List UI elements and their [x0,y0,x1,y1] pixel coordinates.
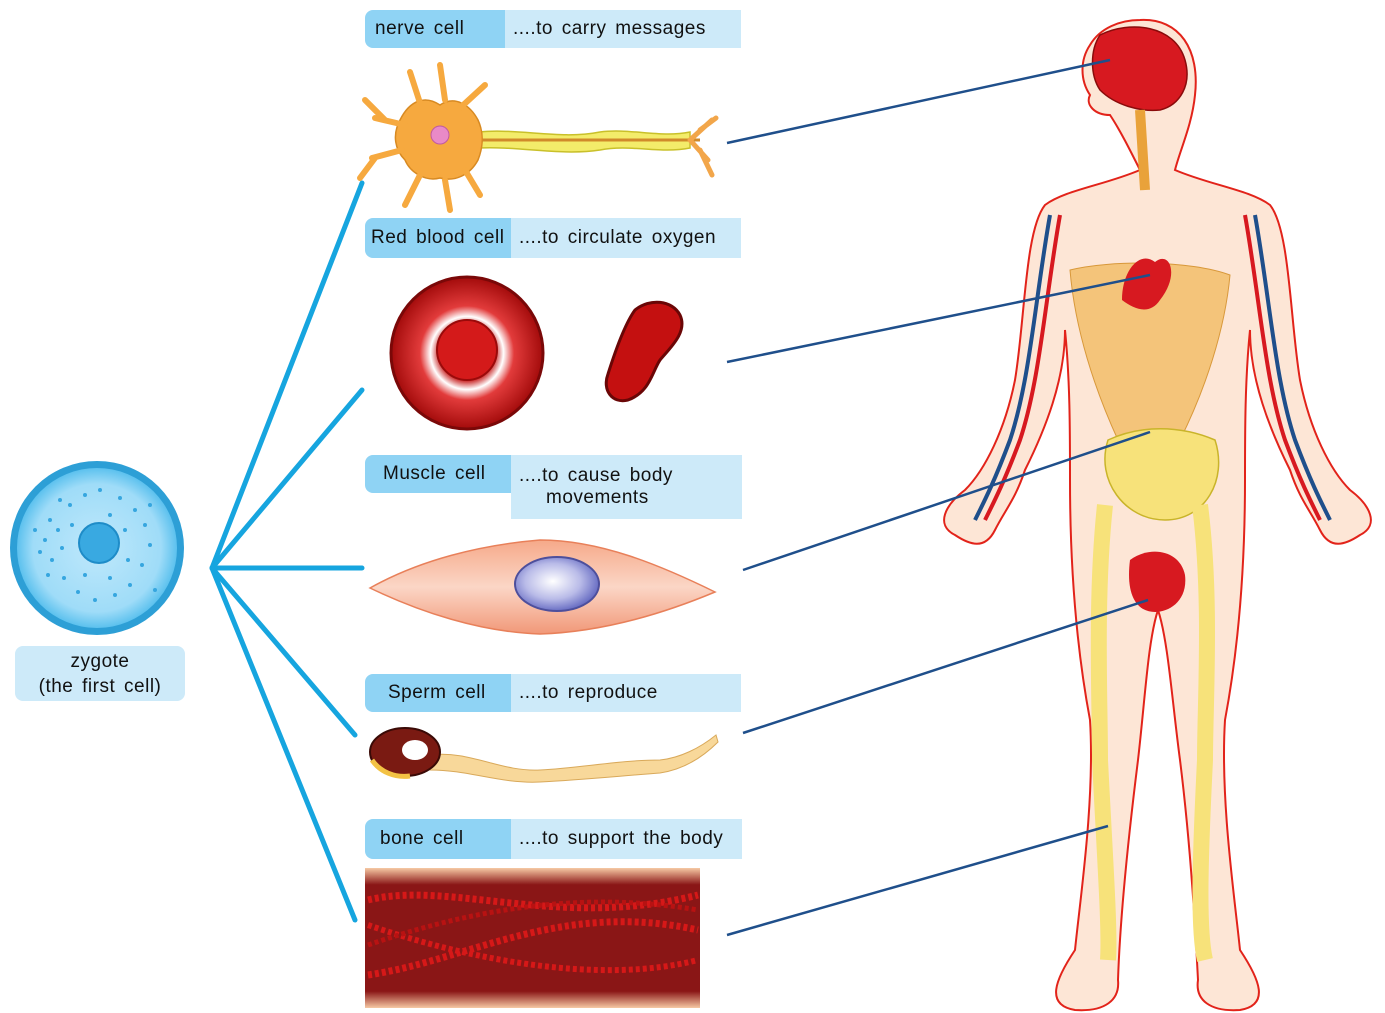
nerve-cell-name: nerve cell [375,18,464,40]
bone-cell-name-label: bone cell [365,819,511,859]
red-blood-cell [391,277,682,429]
sperm-cell-function-label: ....to reproduce [511,674,741,712]
nerve-cell-name-label: nerve cell [365,10,505,48]
human-body [944,20,1371,1010]
bone-cell [365,868,700,1008]
branch-lines [212,183,362,920]
muscle-cell-name: Muscle cell [383,463,485,485]
bone-cell-function-label: ....to support the body [511,819,742,859]
red-blood-cell-function: ....to circulate oxygen [519,227,716,249]
zygote-label-line1: zygote [15,649,185,674]
muscle-cell-function-line1: ....to cause body [519,465,673,487]
sperm-cell-name-label: Sperm cell [365,674,511,712]
nerve-cell [360,65,716,210]
nerve-cell-function-label: ....to carry messages [505,10,741,48]
red-blood-cell-function-label: ....to circulate oxygen [511,218,741,258]
sperm-cell [370,728,718,782]
bone-cell-function: ....to support the body [519,828,723,850]
zygote-label: zygote (the first cell) [15,646,185,701]
sperm-cell-function: ....to reproduce [519,682,658,704]
muscle-cell-function-line2: movements [519,487,649,509]
muscle-cell-function-label: ....to cause body movements [511,455,742,519]
red-blood-cell-name: Red blood cell [371,227,504,249]
zygote-cell [10,461,184,635]
muscle-cell [370,540,715,634]
nerve-cell-function: ....to carry messages [513,18,706,40]
muscle-cell-name-label: Muscle cell [365,455,511,493]
bone-cell-name: bone cell [380,828,464,850]
zygote-label-line2: (the first cell) [15,674,185,699]
red-blood-cell-name-label: Red blood cell [365,218,511,258]
sperm-cell-name: Sperm cell [388,682,486,704]
